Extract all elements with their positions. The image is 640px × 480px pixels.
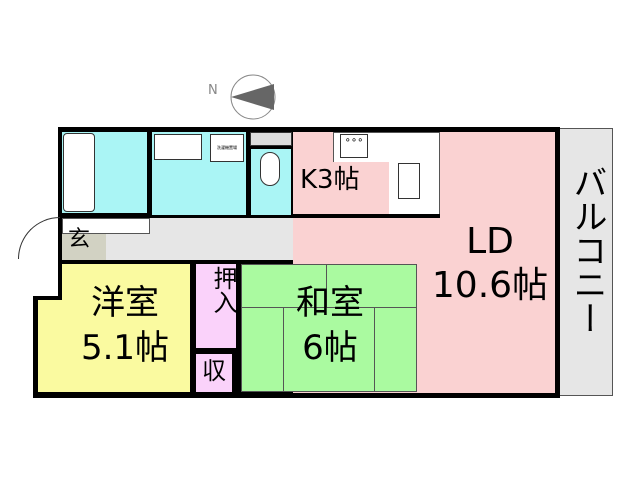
closet-label-top: 押入 [209,266,237,314]
room-western [38,300,190,392]
fridge-icon [398,163,420,199]
front-door[interactable] [18,217,60,259]
kitchen-floor [293,162,389,215]
closet-upper [196,264,236,348]
closet-lower [196,354,232,392]
japanese-label-name: 和室 [296,283,364,323]
kitchen-label: K3帖 [300,165,360,195]
entrance-label: 玄 [68,227,91,252]
bathtub-icon [63,133,95,212]
vent [250,132,292,146]
room-western-upper [62,264,190,304]
closet-label-bottom: 収 [202,357,226,385]
washer-space: 洗濯機置場 [210,134,244,162]
tatami-lines-v2 [326,264,327,307]
shoe-cabinet [62,218,150,234]
room-japanese [241,264,417,392]
ld-label-size: 10.6帖 [431,265,549,306]
compass [228,72,278,122]
entrance [62,234,106,260]
stove-icon: ∘∘∘ [340,134,368,158]
sink-icon [154,134,202,160]
western-label-size: 5.1帖 [80,328,170,368]
ld-label-name: LD [466,221,514,262]
tatami-lines-v [283,307,375,392]
japanese-label-size: 6帖 [302,328,358,368]
balcony-label: バルコニー [567,165,607,335]
tatami-lines [241,307,417,308]
toilet-icon [260,152,280,186]
compass-label: N [208,83,218,98]
western-label-name: 洋室 [91,283,159,323]
north-arrow-icon [230,74,276,120]
kitchen-wall [293,214,440,218]
